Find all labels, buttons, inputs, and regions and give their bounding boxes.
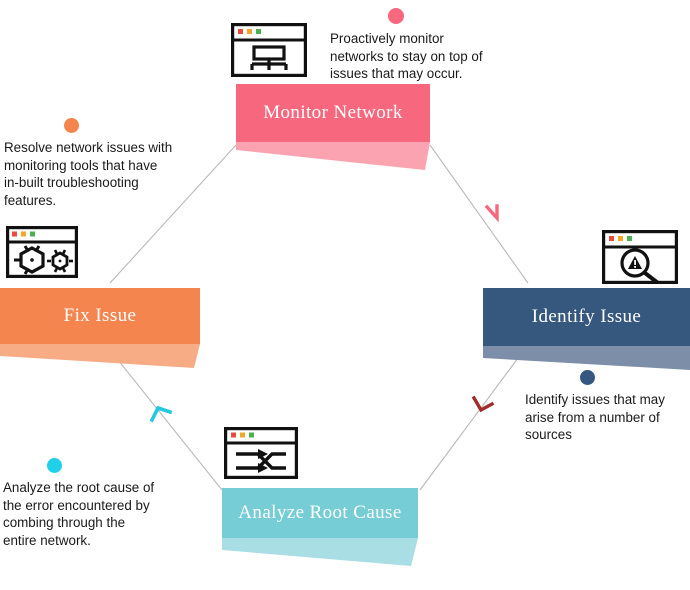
banner-fix-issue[interactable]: Fix Issue (0, 288, 200, 344)
dot-monitor-network (388, 8, 404, 24)
magnifier-warning-window-icon (601, 229, 679, 289)
banner-label-analyze-root-cause: Analyze Root Cause (238, 502, 402, 523)
banner-label-monitor-network: Monitor Network (263, 102, 403, 123)
banner-identify-issue[interactable]: Identify Issue (483, 288, 690, 346)
description-text-analyze-root-cause: Analyze the root cause of the error enco… (3, 480, 155, 548)
arrowhead-identify-to-analyze (471, 395, 495, 413)
banner-shadow-monitor-network (236, 84, 430, 170)
banner-label-fix-issue: Fix Issue (63, 305, 137, 326)
step-banner-identify-issue[interactable]: Identify Issue (483, 288, 690, 370)
step-banner-analyze-root-cause[interactable]: Analyze Root Cause (222, 488, 422, 570)
description-analyze-root-cause: Analyze the root cause of the error enco… (3, 458, 193, 549)
step-banner-monitor-network[interactable]: Monitor Network (236, 84, 436, 170)
banner-shadow-fix-issue (0, 288, 200, 368)
description-monitor-network: Proactively monitor networks to stay on … (330, 8, 530, 83)
banner-shadow-analyze-root-cause (222, 488, 418, 566)
step-banner-fix-issue[interactable]: Fix Issue (0, 288, 205, 370)
line-identify-to-analyze (419, 349, 525, 491)
dot-analyze-root-cause (47, 458, 62, 473)
description-identify-issue: Identify issues that may arise from a nu… (525, 370, 690, 444)
description-text-monitor-network: Proactively monitor networks to stay on … (330, 31, 483, 82)
gears-window-icon (5, 225, 79, 283)
arrowhead-analyze-to-fix (149, 405, 173, 423)
dot-identify-issue (580, 370, 595, 385)
crossing-arrows-window-icon (223, 426, 299, 484)
banner-monitor-network[interactable]: Monitor Network (236, 84, 430, 142)
banner-analyze-root-cause[interactable]: Analyze Root Cause (222, 488, 418, 538)
description-text-fix-issue: Resolve network issues with monitoring t… (4, 140, 173, 208)
banner-shadow-identify-issue (483, 288, 690, 370)
banner-label-identify-issue: Identify Issue (531, 306, 642, 327)
description-text-identify-issue: Identify issues that may arise from a nu… (525, 392, 665, 443)
line-monitor-to-identify (429, 144, 529, 284)
description-fix-issue: Resolve network issues with monitoring t… (4, 118, 204, 209)
dot-fix-issue (64, 118, 79, 133)
arrowhead-monitor-to-identify (484, 204, 499, 223)
network-topology-window-icon (230, 22, 308, 82)
